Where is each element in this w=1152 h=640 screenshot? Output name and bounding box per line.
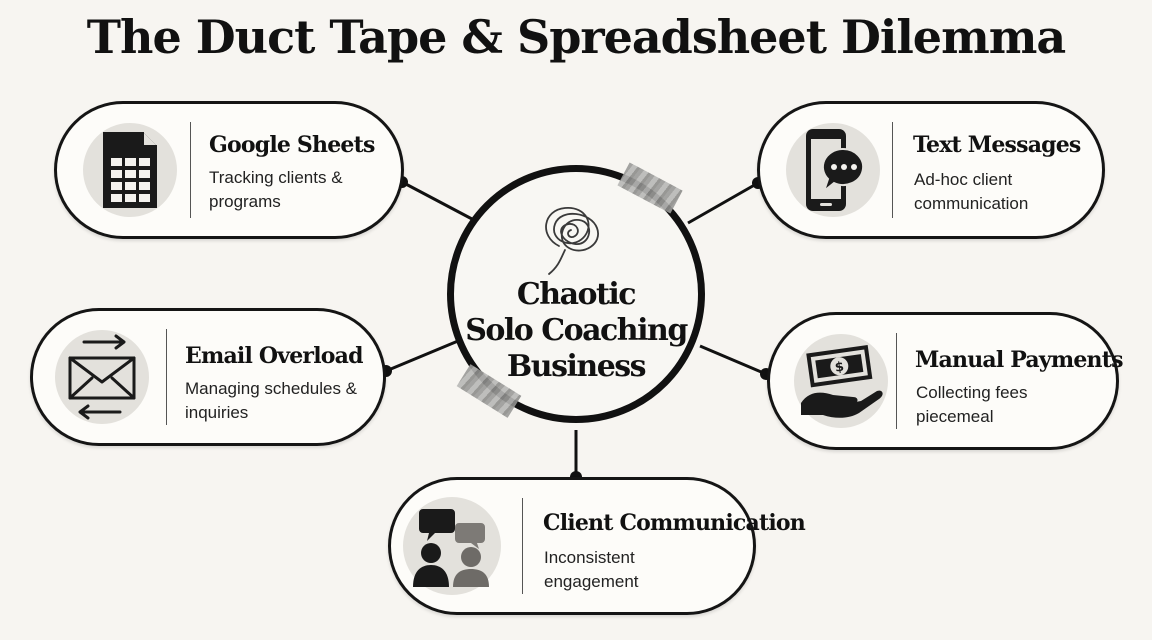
node-divider	[166, 329, 167, 425]
connector-manual-payments	[699, 344, 767, 376]
hub-label: Chaotic Solo Coaching Business	[465, 277, 688, 384]
spreadsheet-icon	[83, 123, 177, 217]
node-description: Ad-hoc client communication	[914, 170, 1029, 213]
connector-text-messages	[687, 181, 759, 225]
node-title: Email Overload	[185, 343, 363, 369]
node-divider	[190, 122, 191, 218]
diagram-title: The Duct Tape & Spreadsheet Dilemma	[86, 10, 1066, 64]
connector-email-overload	[385, 339, 459, 373]
node-description: Managing schedules & inquiries	[185, 379, 358, 422]
node-description: Tracking clients & programs	[209, 168, 343, 211]
envelope-arrows-icon	[55, 330, 149, 424]
node-google-sheets: Google Sheets Tracking clients & program…	[54, 101, 404, 239]
node-client-communication: Client Communication Inconsistent engage…	[388, 477, 806, 615]
node-description: Collecting fees piecemeal	[916, 383, 1028, 426]
node-divider	[896, 333, 897, 429]
node-manual-payments: $ Manual Payments Collecting fees piecem…	[767, 312, 1123, 450]
svg-text:$: $	[834, 360, 845, 376]
node-divider	[892, 122, 893, 218]
node-title: Google Sheets	[209, 132, 375, 158]
node-email-overload: Email Overload Managing schedules & inqu…	[30, 308, 386, 446]
tangled-scribble-icon	[545, 207, 599, 275]
node-title: Text Messages	[913, 132, 1081, 158]
node-description: Inconsistent engagement	[544, 548, 639, 591]
hand-cash-icon: $	[794, 334, 888, 428]
people-speech-icon	[403, 497, 501, 595]
smartphone-chat-icon	[786, 123, 880, 217]
node-divider	[522, 498, 523, 594]
node-title: Manual Payments	[915, 347, 1123, 373]
node-text-messages: Text Messages Ad-hoc client communicatio…	[757, 101, 1105, 239]
node-title: Client Communication	[543, 510, 806, 536]
connector-google-sheets	[401, 180, 473, 221]
